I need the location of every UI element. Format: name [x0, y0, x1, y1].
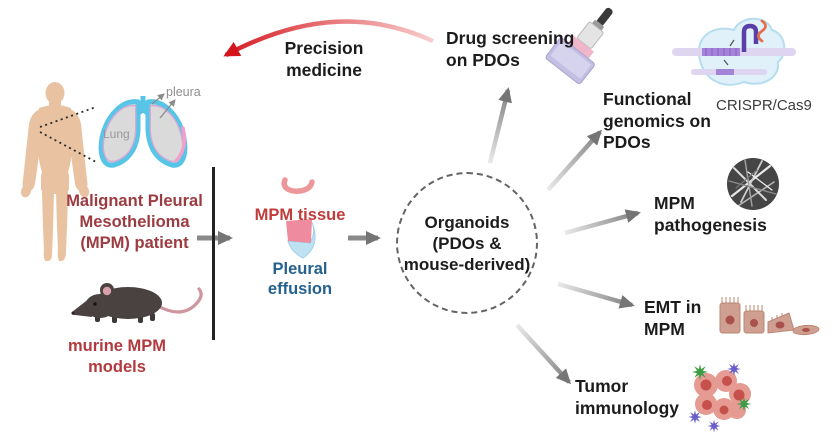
tumor-immune-cells-icon — [688, 362, 752, 432]
radiating-arrows — [487, 87, 641, 385]
organoids-hub: Organoids (PDOs & mouse-derived) — [396, 172, 538, 314]
crispr-cas9-icon — [672, 17, 796, 86]
mpm-tissue-label: MPM tissue — [254, 206, 346, 224]
pleura-label: pleura — [166, 85, 201, 99]
murine-models-label: murine MPM models — [67, 337, 167, 376]
arrow-to-pathogenesis — [564, 209, 641, 236]
emt-in-mpm-label: EMT in MPM — [644, 297, 702, 339]
mouse-icon — [71, 283, 203, 323]
arrow-to-drug-screening — [487, 87, 512, 164]
pleural-effusion-label: Pleural effusion — [267, 260, 333, 298]
precision-medicine-label: Precision medicine — [284, 38, 364, 80]
mpm-tissue-icon — [281, 177, 315, 194]
lungs-pleura-icon — [98, 93, 188, 168]
asbestos-fibers-image — [727, 158, 779, 210]
precision-medicine-arrow — [223, 19, 434, 57]
arrow-to-functional-genomics — [546, 129, 603, 192]
emt-cells-icon — [719, 297, 820, 336]
drug-screening-label: Drug screening on PDOs — [446, 28, 575, 70]
arrow-to-emt — [557, 281, 635, 309]
crispr-cas9-label: CRISPR/Cas9 — [716, 97, 812, 114]
functional-genomics-label: Functional genomics on PDOs — [603, 89, 711, 152]
arrow-to-tumor-immunology — [515, 323, 572, 385]
organoids-label: Organoids (PDOs & mouse-derived) — [403, 212, 531, 274]
mpm-patient-label: Malignant Pleural Mesothelioma (MPM) pat… — [66, 192, 203, 252]
pipette-plate-icon — [545, 7, 613, 84]
mpm-pathogenesis-label: MPM pathogenesis — [654, 193, 767, 235]
tumor-immunology-label: Tumor immunology — [575, 376, 680, 418]
lung-label: Lung — [103, 127, 130, 141]
panel-divider-line — [212, 167, 215, 340]
pleural-effusion-icon — [286, 219, 316, 259]
chest-zoom-dotted-lines — [39, 106, 97, 163]
